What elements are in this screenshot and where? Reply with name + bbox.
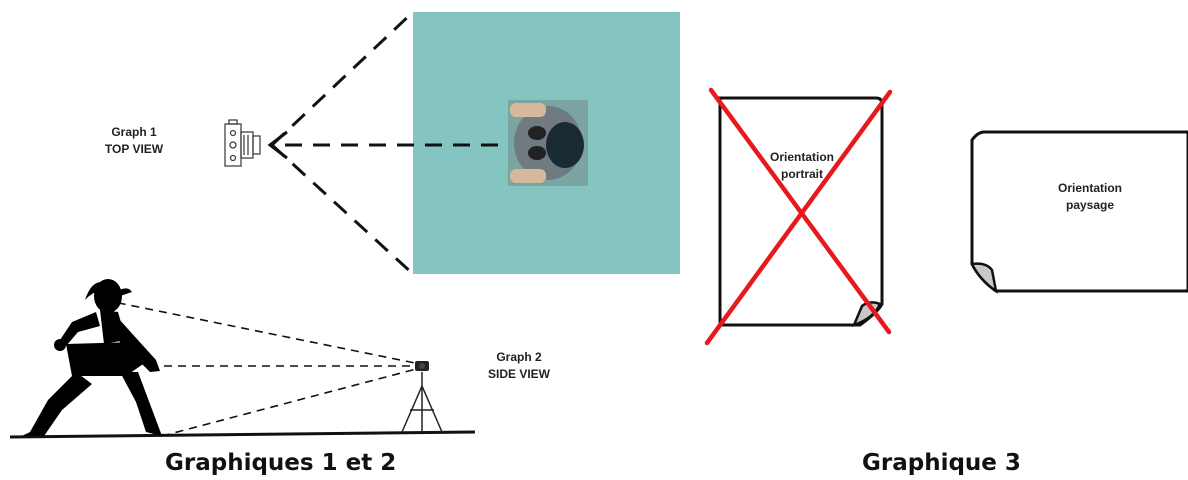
- side-view-fov-lines: [103, 299, 421, 437]
- landscape-curl: [970, 262, 998, 294]
- caption-graphs-1-2: Graphiques 1 et 2: [165, 450, 397, 476]
- portrait-label: Orientation portrait: [754, 149, 850, 183]
- camera-icon: [224, 119, 261, 167]
- top-view-fov-lines: [270, 10, 503, 276]
- graph2-label: Graph 2 SIDE VIEW: [474, 349, 564, 383]
- graph1-label: Graph 1 TOP VIEW: [104, 124, 164, 158]
- tripod-camera-lens: [419, 363, 425, 369]
- graph1-subtitle: TOP VIEW: [104, 142, 164, 156]
- graph2-title: Graph 2: [496, 350, 542, 364]
- landscape-label-line2: paysage: [1065, 198, 1115, 212]
- graph2-subtitle: SIDE VIEW: [487, 367, 550, 381]
- caption-graph-3: Graphique 3: [862, 450, 1021, 476]
- landscape-label-line1: Orientation: [1057, 181, 1122, 195]
- portrait-label-line2: portrait: [781, 167, 823, 181]
- graph1-title: Graph 1: [111, 125, 157, 139]
- rejection-cross: [704, 87, 893, 346]
- portrait-label-line1: Orientation: [769, 150, 834, 164]
- karate-silhouette: [22, 279, 162, 436]
- arrow-head: [267, 130, 288, 160]
- ground-line: [9, 430, 476, 439]
- person-top-view: [508, 100, 588, 186]
- landscape-label: Orientation paysage: [1040, 180, 1140, 214]
- tripod-icon: [401, 372, 443, 433]
